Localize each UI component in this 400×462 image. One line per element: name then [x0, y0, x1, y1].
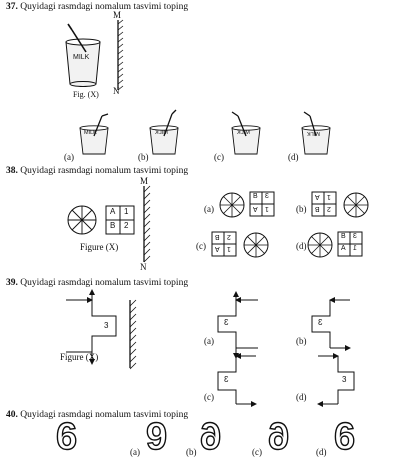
- q39-option-b-label[interactable]: (b): [296, 336, 307, 346]
- q39-option-a-label[interactable]: (a): [204, 336, 214, 346]
- question-38-text: Quyidagi rasmdagi nomalum tasvimi toping: [20, 166, 189, 176]
- q39-a-box-text: 3: [224, 318, 229, 327]
- q38-a-cell-3: A: [253, 205, 258, 212]
- question-39-title: 39. Quyidagi rasmdagi nomalum tasvimi to…: [6, 278, 188, 288]
- q40-option-b-label[interactable]: (b): [186, 447, 197, 457]
- q38-d-cell-3: A: [341, 245, 346, 252]
- q38-cell-1: A: [110, 207, 116, 216]
- q37-option-a-label[interactable]: (a): [64, 152, 74, 162]
- q38-c-cell-2: 2: [227, 233, 231, 240]
- q37-mirror-top-label: M: [113, 10, 122, 20]
- q38-b-cell-4: 2: [327, 205, 331, 212]
- q39-c-box-text: 3: [224, 375, 229, 384]
- q40-b-glyph: 6: [199, 415, 222, 458]
- q38-a-cell-4: 1: [265, 205, 269, 212]
- q37-option-b-cup-text: MILK: [155, 130, 168, 136]
- q40-option-c-label[interactable]: (c): [252, 447, 262, 457]
- q39-b-box-text: 3: [318, 318, 323, 327]
- q37-option-c-cup-text: MILK: [237, 130, 250, 136]
- q38-b-cell-3: B: [315, 205, 320, 212]
- question-39-text: Quyidagi rasmdagi nomalum tasvimi toping: [20, 278, 189, 288]
- question-38-number: 38.: [6, 166, 18, 176]
- q37-cup-text: MILK: [73, 54, 90, 61]
- q38-cell-3: B: [110, 221, 116, 230]
- question-37-title: 37. Quyidagi rasmdagi nomalum tasvimi to…: [6, 2, 188, 12]
- question-37-text: Quyidagi rasmdagi nomalum tasvimi toping: [20, 2, 189, 12]
- q38-option-d-label[interactable]: (d): [296, 241, 307, 251]
- q38-mirror-bottom-label: N: [140, 262, 147, 272]
- q38-a-cell-1: B: [253, 193, 258, 200]
- q38-cell-2: 1: [124, 207, 129, 216]
- q39-box-text: 3: [104, 321, 109, 330]
- q38-b-cell-2: 1: [327, 193, 331, 200]
- q40-main-glyph: 6: [55, 415, 78, 458]
- q38-d-cell-1: B: [341, 233, 346, 240]
- q38-b-cell-1: A: [315, 193, 320, 200]
- q38-cell-4: 2: [124, 221, 129, 230]
- q38-d-cell-2: 3: [353, 233, 357, 240]
- q38-figure-label: Figure (X): [80, 242, 119, 252]
- question-40-number: 40.: [6, 410, 18, 420]
- q38-a-cell-2: 3: [265, 193, 269, 200]
- q37-option-a-cup-text: MILK: [84, 130, 97, 136]
- question-37-number: 37.: [6, 2, 18, 12]
- q38-option-b-label[interactable]: (b): [296, 204, 307, 214]
- q39-option-d-label[interactable]: (d): [296, 392, 307, 402]
- q37-mirror-bottom-label: N: [113, 86, 120, 96]
- q40-d-glyph: 6: [333, 415, 356, 458]
- q38-d-cell-4: 1: [353, 245, 357, 252]
- question-40-title: 40. Quyidagi rasmdagi nomalum tasvimi to…: [6, 410, 188, 420]
- q37-option-b-label[interactable]: (b): [138, 152, 149, 162]
- q40-option-a-label[interactable]: (a): [130, 447, 140, 457]
- q37-figure-label: Fig. (X): [73, 90, 99, 99]
- q38-mirror-top-label: M: [140, 176, 149, 186]
- q40-c-glyph: 6: [267, 415, 290, 458]
- q38-c-cell-1: B: [215, 233, 220, 240]
- question-40-text: Quyidagi rasmdagi nomalum tasvimi toping: [20, 410, 189, 420]
- q37-option-d-cup-text: MILK: [307, 130, 320, 136]
- q37-option-c-label[interactable]: (c): [214, 152, 224, 162]
- q38-c-cell-4: 1: [227, 245, 231, 252]
- q40-a-glyph: 9: [145, 415, 168, 458]
- q39-option-c-label[interactable]: (c): [204, 392, 214, 402]
- question-39-number: 39.: [6, 278, 18, 288]
- q38-c-cell-3: A: [215, 245, 220, 252]
- q39-figure-label: Figure (X): [60, 352, 99, 362]
- q38-option-c-label[interactable]: (c): [196, 241, 206, 251]
- q39-d-box-text: 3: [342, 375, 347, 384]
- question-38-title: 38. Quyidagi rasmdagi nomalum tasvimi to…: [6, 166, 188, 176]
- q37-option-d-label[interactable]: (d): [288, 152, 299, 162]
- q38-option-a-label[interactable]: (a): [204, 204, 214, 214]
- q40-option-d-label[interactable]: (d): [316, 447, 327, 457]
